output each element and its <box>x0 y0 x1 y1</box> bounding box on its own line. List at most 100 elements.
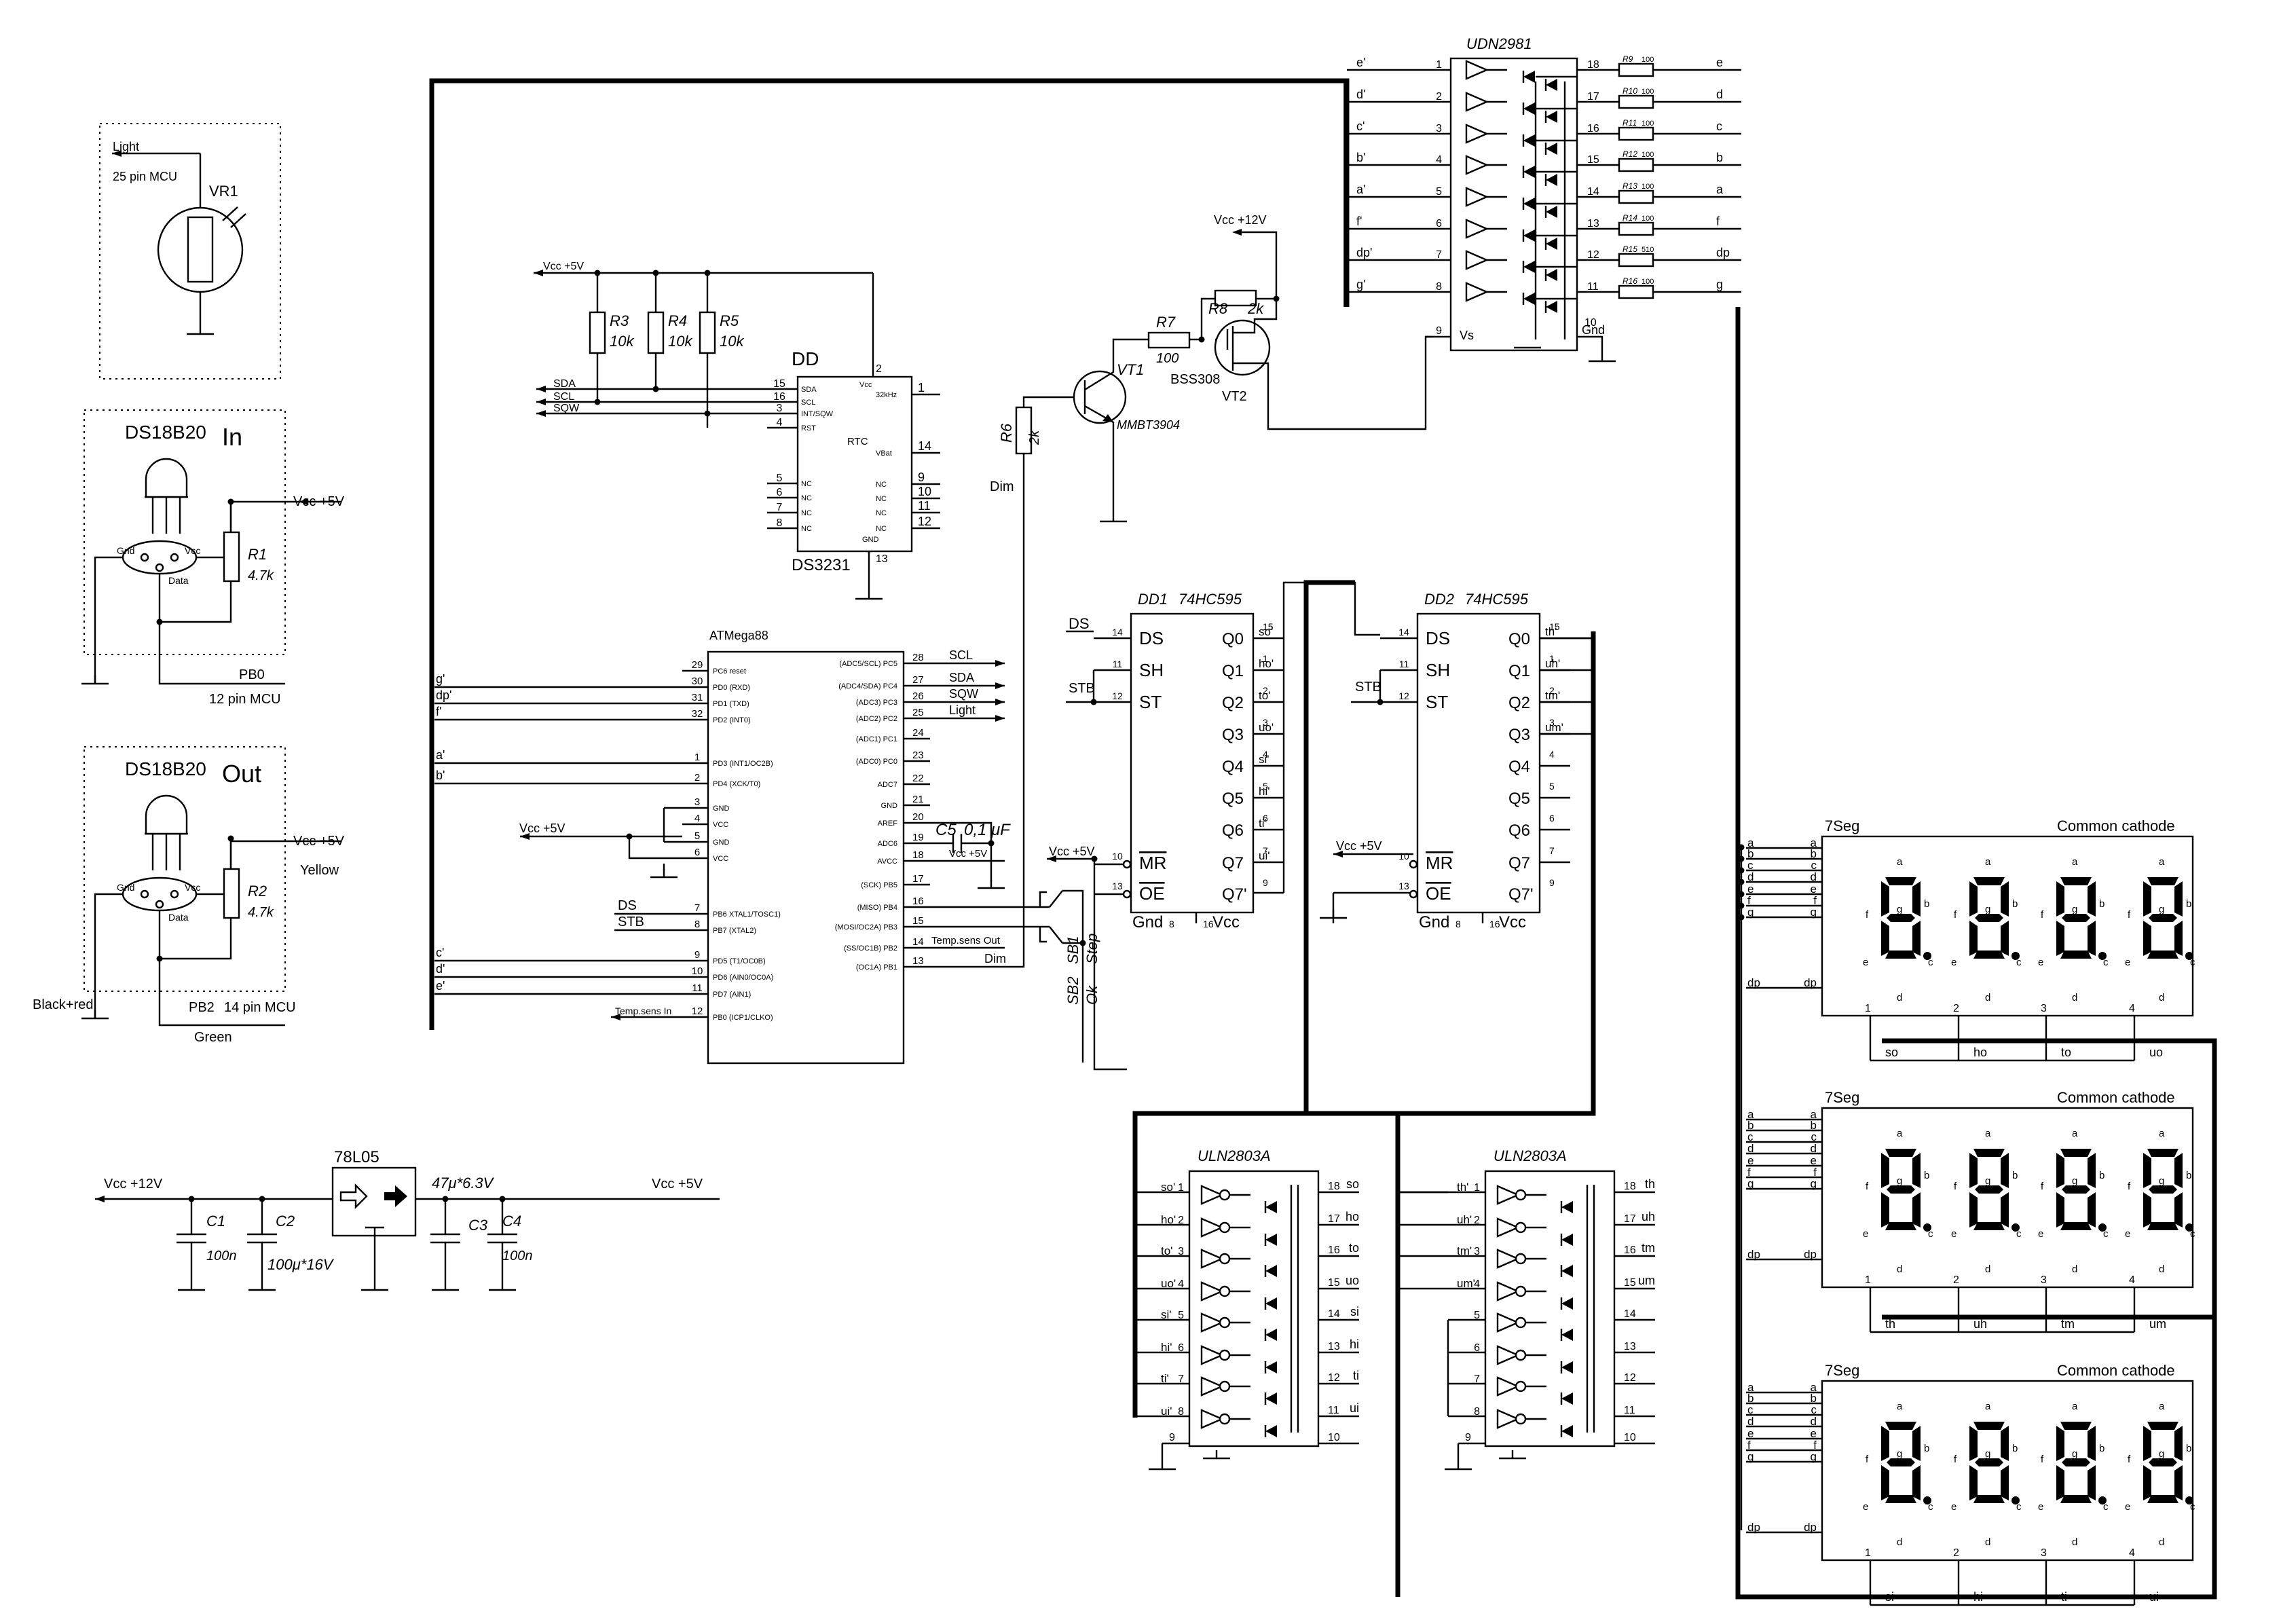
display-1-seg-letter: f <box>1866 909 1869 921</box>
display-3-digit-dp <box>2011 1496 2020 1505</box>
dd1-mr: MR <box>1139 853 1166 873</box>
ds18b20-out-pin <box>155 900 164 909</box>
ds18b20-in-tag: In <box>222 423 242 451</box>
ds18b20-out-vcc-pin: Vcc <box>185 882 200 893</box>
mcu-pin-name: PD2 (INT0) <box>713 716 751 724</box>
mcu-pin: 9 <box>694 949 700 961</box>
display-1-digit-segment <box>1969 881 1978 917</box>
dd2-output: Q1 <box>1508 662 1530 680</box>
udn-diode-icon <box>1523 261 1535 273</box>
uln2-input-net: th' <box>1457 1181 1468 1194</box>
display-1-seg-letter: c <box>2016 957 2022 968</box>
display-2-bus-label: f <box>1747 1166 1751 1179</box>
display-2-digit-segment <box>1975 1185 2003 1194</box>
uln2-pin: 5 <box>1474 1310 1480 1321</box>
mcu-net: Temp.sens Out <box>931 935 1001 946</box>
display-2-digit-pin: 3 <box>2041 1274 2047 1286</box>
rtc-pin-name: NC <box>876 495 887 503</box>
dd1-pin: 12 <box>1112 690 1123 701</box>
uln1-output-net: ui <box>1350 1401 1359 1415</box>
uln1-inverter <box>1219 1380 1231 1392</box>
display-2-seg-letter: b <box>1924 1170 1929 1181</box>
display-3-digit-segment <box>2001 1465 2009 1500</box>
display-2-seg-letter: b <box>2186 1170 2191 1181</box>
display-1-seg-letter: f <box>2128 909 2131 921</box>
display-2-seg-letter: a <box>1897 1128 1903 1139</box>
udn-output-net: g <box>1716 278 1723 291</box>
rtc-pin-name: NC <box>876 509 887 517</box>
mcu-vcc-label: Vcc +5V <box>519 822 565 835</box>
udn-clamp-icon <box>1546 206 1557 218</box>
display-3-seg-letter: g <box>2072 1448 2077 1460</box>
display-2-digit-segment <box>1969 1153 1978 1188</box>
display-3-seg-letter: a <box>1985 1401 1991 1412</box>
udn-pin: 17 <box>1587 91 1599 103</box>
display-3-digit-segment <box>2147 1495 2178 1503</box>
display-3-seg-letter: f <box>2128 1454 2131 1465</box>
uln2-pin: 2 <box>1474 1215 1480 1226</box>
vt2-part: BSS308 <box>1170 372 1220 387</box>
rtc-pin: 14 <box>918 439 931 453</box>
display-3-digit-pin: 1 <box>1865 1547 1871 1559</box>
display-1-digit-segment <box>2062 914 2090 922</box>
mcu-pin-name: PB0 (ICP1/CLKO) <box>713 1014 773 1022</box>
uln2-diode-icon <box>1561 1201 1573 1213</box>
display-3-seg-letter: d <box>2159 1536 2164 1548</box>
rtc-pin-name: SDA <box>801 386 817 394</box>
junction-dot <box>1738 879 1745 885</box>
display-1-digit-net: so <box>1885 1046 1898 1059</box>
display-1-seg-letter: b <box>1924 898 1929 910</box>
dd1-output: Q0 <box>1222 630 1244 648</box>
dd2-inverter <box>1409 889 1418 899</box>
dd1-net: hi' <box>1259 785 1269 798</box>
display-2-bus-label: a <box>1747 1108 1754 1121</box>
ds18b20-in-gnd-pin: Gnd <box>117 545 134 556</box>
rtc-pin-name: NC <box>801 525 812 533</box>
display-2-bus-label: e <box>1747 1154 1754 1167</box>
dd2-net: um' <box>1545 721 1563 734</box>
display-3-digit-segment <box>1973 1495 2005 1503</box>
udn-clamp-icon <box>1546 269 1557 281</box>
udn-series-resistor <box>1618 221 1654 236</box>
wire <box>1062 889 1084 1063</box>
display-1-digit-segment <box>1973 951 2005 959</box>
display-2-seg-letter: c <box>2016 1228 2022 1240</box>
uln1-driver-icon <box>1200 1281 1225 1302</box>
wire <box>1570 637 1595 734</box>
display-3-digit-segment <box>2174 1426 2183 1461</box>
display-2-digit-segment <box>2088 1153 2096 1188</box>
mcu-pin: 8 <box>694 919 700 930</box>
display-1-seg-letter: e <box>1863 957 1868 968</box>
out-net-label: PB2 <box>189 1000 215 1015</box>
display-3-pin-label: e <box>1811 1427 1817 1440</box>
display-1-digit-segment <box>1885 877 1916 885</box>
display-2-title: 7Seg <box>1825 1089 1859 1106</box>
display-3-digit-segment <box>2060 1495 2092 1503</box>
uln1-chip <box>1188 1170 1320 1447</box>
display-2-digit-segment <box>2060 1149 2092 1157</box>
display-1-digit-segment <box>2143 921 2151 956</box>
mcu-pin-name: ADC7 <box>878 781 897 789</box>
udn-input-net: b' <box>1356 151 1365 164</box>
uln1-driver-icon <box>1200 1217 1225 1238</box>
dd2-net: th' <box>1545 625 1557 638</box>
display-2-digit-segment <box>2174 1192 2183 1228</box>
dd1-pin: 9 <box>1263 877 1268 888</box>
udn-pin: 18 <box>1587 59 1599 71</box>
ds18b20-in-res-val: 4.7k <box>248 568 274 583</box>
uln1-pin: 13 <box>1328 1341 1340 1352</box>
display-3-digit-pin: 3 <box>2041 1547 2047 1559</box>
display-3-digit-segment <box>1887 1458 1915 1466</box>
display-1-digit-dp <box>2098 952 2107 960</box>
dd2-pin-name: ST <box>1426 692 1448 712</box>
dd1-pin: 2 <box>1263 685 1268 696</box>
display-3-bus-label: dp <box>1747 1521 1760 1534</box>
uln2-pin: 12 <box>1624 1372 1636 1384</box>
dd2-pin: 3 <box>1549 717 1555 728</box>
dd2-pin: 6 <box>1549 813 1555 824</box>
out-data-wire: Green <box>194 1030 232 1045</box>
display-3-seg-letter: g <box>1897 1448 1902 1460</box>
display-3-seg-letter: b <box>2099 1443 2104 1454</box>
display-2-digit-segment <box>1881 1153 1889 1188</box>
display-1-digit-segment <box>2088 881 2096 917</box>
